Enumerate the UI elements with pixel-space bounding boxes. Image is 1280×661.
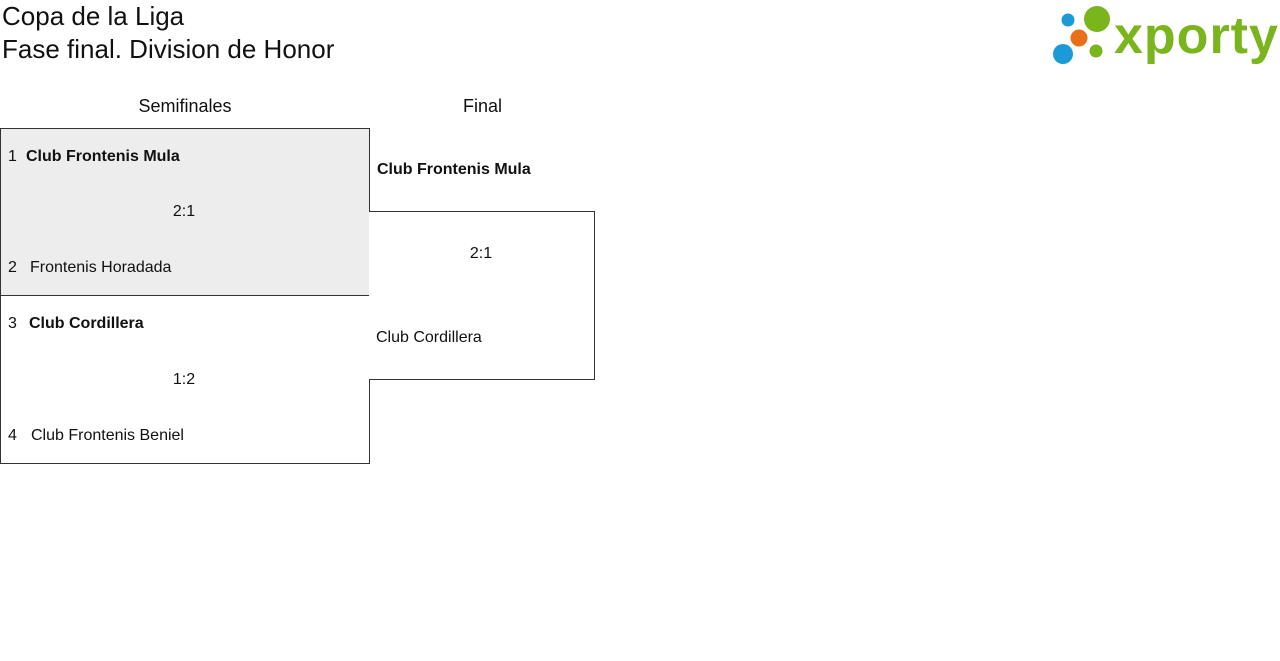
final-heading: Final (462, 96, 502, 116)
seed-number: 4 (8, 427, 17, 444)
final-team-b: Club Cordillera (376, 329, 482, 346)
semifinal-match-2[interactable]: 3 Club Cordillera 1:2 4 Club Frontenis Ben… (0, 295, 370, 464)
page-title: Copa de la Liga (2, 1, 185, 31)
final-match[interactable]: 2:1 Club Cordillera (369, 211, 595, 380)
final-score: 2:1 (469, 245, 493, 262)
logo-wordmark: xporty (1114, 7, 1279, 65)
xporty-logo[interactable]: xporty (1050, 4, 1279, 66)
team-name: Club Frontenis Mula (26, 148, 180, 165)
match-2-team-b: 4 Club Frontenis Beniel (8, 427, 184, 445)
match-2-team-a: 3 Club Cordillera (8, 315, 144, 333)
logo-dots-icon (1053, 6, 1110, 64)
page-subtitle: Fase final. Division de Honor (2, 34, 335, 64)
final-team-a: Club Frontenis Mula (377, 161, 531, 178)
semifinals-heading: Semifinales (138, 96, 232, 116)
team-name: Club Frontenis Beniel (31, 427, 184, 444)
match-1-team-a: 1 Club Frontenis Mula (8, 148, 180, 166)
seed-number: 1 (8, 148, 17, 165)
seed-number: 2 (8, 259, 17, 276)
seed-number: 3 (8, 315, 17, 332)
team-name: Frontenis Horadada (30, 259, 172, 276)
match-1-score: 2:1 (172, 203, 196, 220)
team-name: Club Cordillera (29, 315, 144, 332)
semifinal-match-1[interactable]: 1 Club Frontenis Mula 2:1 2 Frontenis Hora… (0, 128, 370, 296)
match-1-team-b: 2 Frontenis Horadada (8, 259, 171, 277)
match-2-score: 1:2 (172, 371, 196, 388)
